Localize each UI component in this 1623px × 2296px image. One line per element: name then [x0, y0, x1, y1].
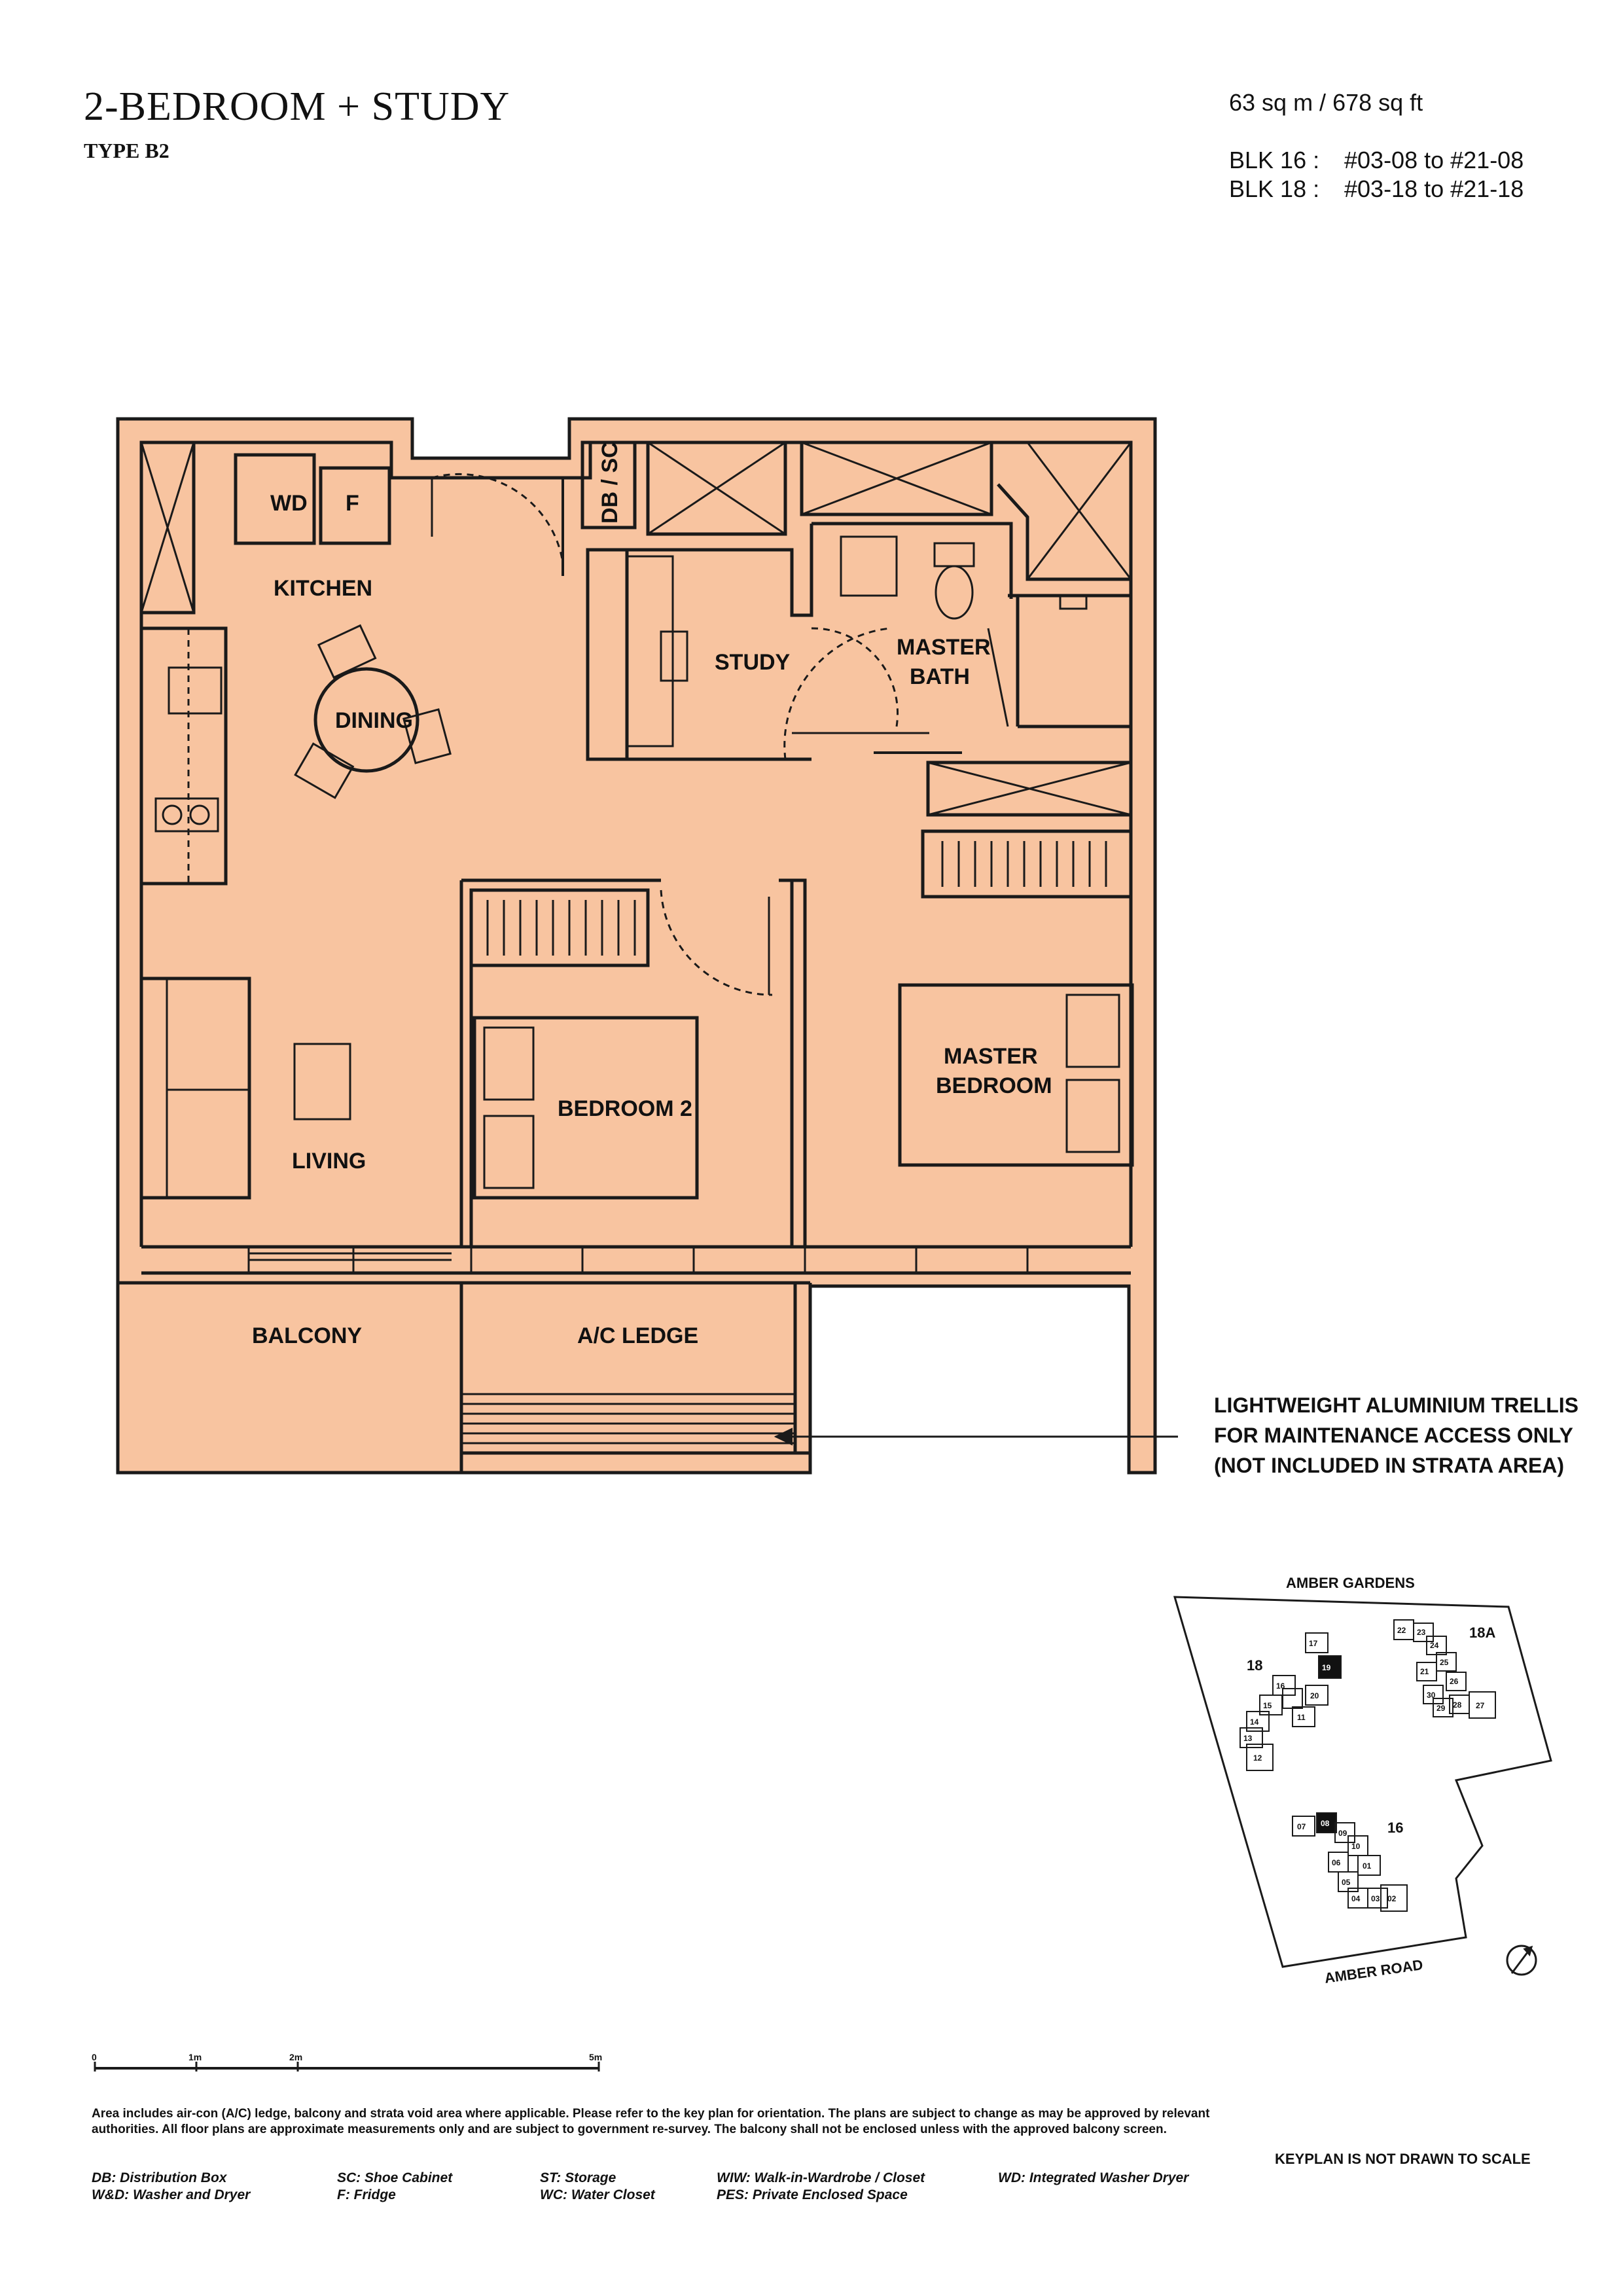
- keyplan: AMBER GARDENS AMBER ROAD 18 18A 16: [1173, 1575, 1552, 1986]
- keyplan-unit: 16: [1276, 1681, 1285, 1691]
- scale-tick: 1m: [188, 2052, 202, 2062]
- room-label-bedroom-2: BEDROOM 2: [558, 1096, 692, 1121]
- keyplan-unit: 12: [1253, 1753, 1262, 1763]
- keyplan-unit: 13: [1243, 1734, 1253, 1743]
- room-label-living: LIVING: [292, 1149, 366, 1174]
- keyplan-unit: 29: [1436, 1704, 1446, 1713]
- keyplan-unit: 25: [1440, 1658, 1449, 1667]
- scale-tick: 0: [92, 2052, 97, 2062]
- block-label: BLK 16 :: [1229, 147, 1320, 173]
- keyplan-unit: 15: [1263, 1701, 1272, 1710]
- keyplan-road-top: AMBER GARDENS: [1286, 1575, 1415, 1591]
- trellis-note-line: LIGHTWEIGHT ALUMINIUM TRELLIS: [1214, 1393, 1578, 1417]
- block-row: BLK 16 : #03-08 to #21-08: [1229, 147, 1524, 174]
- keyplan-unit: 30: [1427, 1691, 1436, 1700]
- legend-item: WD: Integrated Washer Dryer: [998, 2170, 1189, 2185]
- legend-item: ST: Storage: [540, 2170, 616, 2185]
- keyplan-unit: 10: [1351, 1842, 1361, 1851]
- legend-item: F: Fridge: [337, 2187, 396, 2202]
- legend-item: DB: Distribution Box: [92, 2170, 227, 2185]
- scale-tick: 2m: [289, 2052, 302, 2062]
- keyplan-unit: 05: [1342, 1878, 1351, 1887]
- unit-area: 63 sq m / 678 sq ft: [1229, 89, 1423, 116]
- keyplan-unit: 04: [1351, 1894, 1361, 1903]
- keyplan-unit: 17: [1309, 1639, 1318, 1648]
- block-units: #03-18 to #21-18: [1344, 175, 1524, 202]
- room-label-ac-ledge: A/C LEDGE: [577, 1323, 698, 1348]
- keyplan-block-label: 16: [1387, 1820, 1403, 1836]
- room-label-balcony: BALCONY: [252, 1323, 362, 1348]
- room-label-db-sc: DB / SC: [597, 442, 622, 524]
- keyplan-unit: 02: [1387, 1894, 1397, 1903]
- page-title: 2-BEDROOM + STUDY: [84, 84, 510, 129]
- keyplan-unit: 14: [1250, 1717, 1259, 1727]
- keyplan-unit: 23: [1417, 1628, 1426, 1637]
- room-label-master-bedroom: BEDROOM: [936, 1073, 1052, 1098]
- keyplan-unit: 08: [1321, 1819, 1330, 1828]
- legend-item: W&D: Washer and Dryer: [92, 2187, 251, 2202]
- room-label-dining: DINING: [335, 708, 413, 733]
- keyplan-unit: 28: [1453, 1700, 1462, 1710]
- block-label: BLK 18 :: [1229, 175, 1320, 202]
- disclaimer: Area includes air-con (A/C) ledge, balco…: [92, 2107, 1210, 2136]
- keyplan-unit: 21: [1420, 1667, 1429, 1676]
- north-arrow-icon: [1506, 1945, 1537, 1976]
- keyplan-unit: 09: [1338, 1829, 1347, 1838]
- keyplan-unit: 06: [1332, 1858, 1341, 1867]
- scale-tick: 5m: [589, 2052, 602, 2062]
- keyplan-scale-note: KEYPLAN IS NOT DRAWN TO SCALE: [1275, 2151, 1531, 2167]
- keyplan-unit: 19: [1322, 1663, 1331, 1672]
- room-label-kitchen: KITCHEN: [274, 576, 372, 601]
- trellis-note-line: FOR MAINTENANCE ACCESS ONLY: [1214, 1424, 1573, 1447]
- room-label-study: STUDY: [715, 650, 791, 675]
- keyplan-road-bottom: AMBER ROAD: [1323, 1956, 1424, 1986]
- unit-type: TYPE B2: [84, 139, 169, 162]
- keyplan-unit: 03: [1371, 1894, 1380, 1903]
- room-label-wd: WD: [270, 491, 308, 516]
- room-label-master-bath: BATH: [910, 664, 970, 689]
- keyplan-block-label: 18: [1247, 1657, 1262, 1674]
- room-label-master-bedroom: MASTER: [944, 1044, 1038, 1069]
- keyplan-unit: 01: [1363, 1861, 1372, 1871]
- room-label-fridge: F: [346, 491, 359, 516]
- keyplan-unit: 27: [1476, 1701, 1485, 1710]
- keyplan-block-label: 18A: [1469, 1624, 1495, 1641]
- legend-item: PES: Private Enclosed Space: [717, 2187, 908, 2202]
- legend-item: WIW: Walk-in-Wardrobe / Closet: [717, 2170, 925, 2185]
- legend-item: WC: Water Closet: [540, 2187, 655, 2202]
- trellis-note-line: (NOT INCLUDED IN STRATA AREA): [1214, 1454, 1564, 1477]
- keyplan-unit: 20: [1310, 1691, 1319, 1700]
- keyplan-unit: 07: [1297, 1822, 1306, 1831]
- keyplan-unit: 11: [1297, 1713, 1306, 1722]
- block-units: #03-08 to #21-08: [1344, 147, 1524, 173]
- keyplan-unit: 24: [1430, 1641, 1439, 1650]
- legend-item: SC: Shoe Cabinet: [337, 2170, 453, 2185]
- block-row: BLK 18 : #03-18 to #21-18: [1229, 175, 1524, 203]
- keyplan-unit: 22: [1397, 1626, 1406, 1635]
- keyplan-unit: 26: [1450, 1677, 1459, 1686]
- scale-bar: 0 1m 2m 5m: [92, 2052, 602, 2072]
- room-label-master-bath: MASTER: [897, 635, 991, 660]
